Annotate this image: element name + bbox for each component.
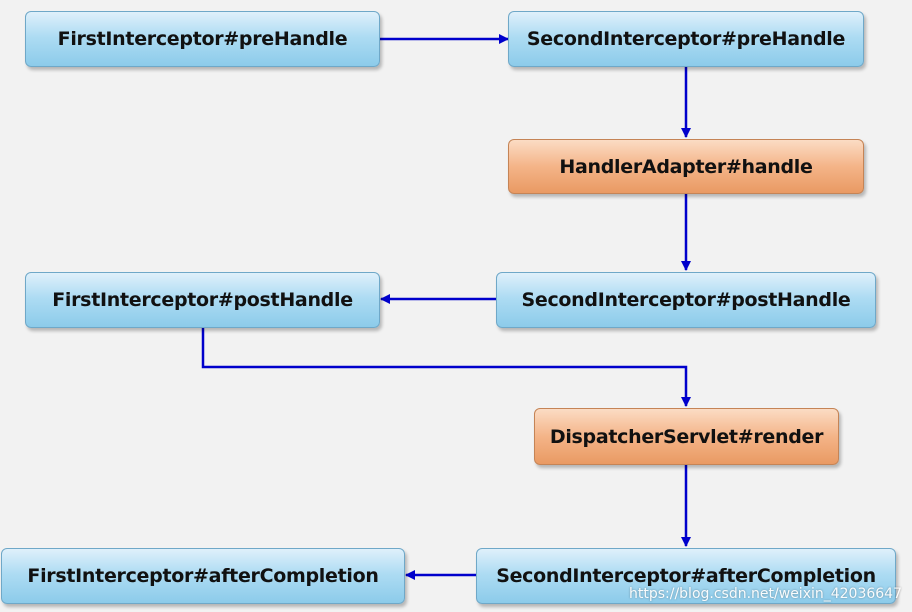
second-interceptor-prehandle-node: SecondInterceptor#preHandle: [508, 11, 864, 67]
second-interceptor-aftercompletion-node: SecondInterceptor#afterCompletion: [476, 548, 896, 604]
dispatcher-servlet-render-node: DispatcherServlet#render: [534, 408, 839, 465]
arrow-first-post-to-render: [201, 328, 691, 407]
second-interceptor-posthandle-node: SecondInterceptor#postHandle: [496, 272, 876, 328]
first-interceptor-prehandle-node: FirstInterceptor#preHandle: [25, 11, 380, 67]
first-interceptor-posthandle-node: FirstInterceptor#postHandle: [25, 272, 380, 328]
first-interceptor-aftercompletion-node: FirstInterceptor#afterCompletion: [1, 548, 405, 604]
handler-adapter-handle-node: HandlerAdapter#handle: [508, 139, 864, 194]
watermark-text: https://blog.csdn.net/weixin_42036647: [628, 586, 902, 602]
